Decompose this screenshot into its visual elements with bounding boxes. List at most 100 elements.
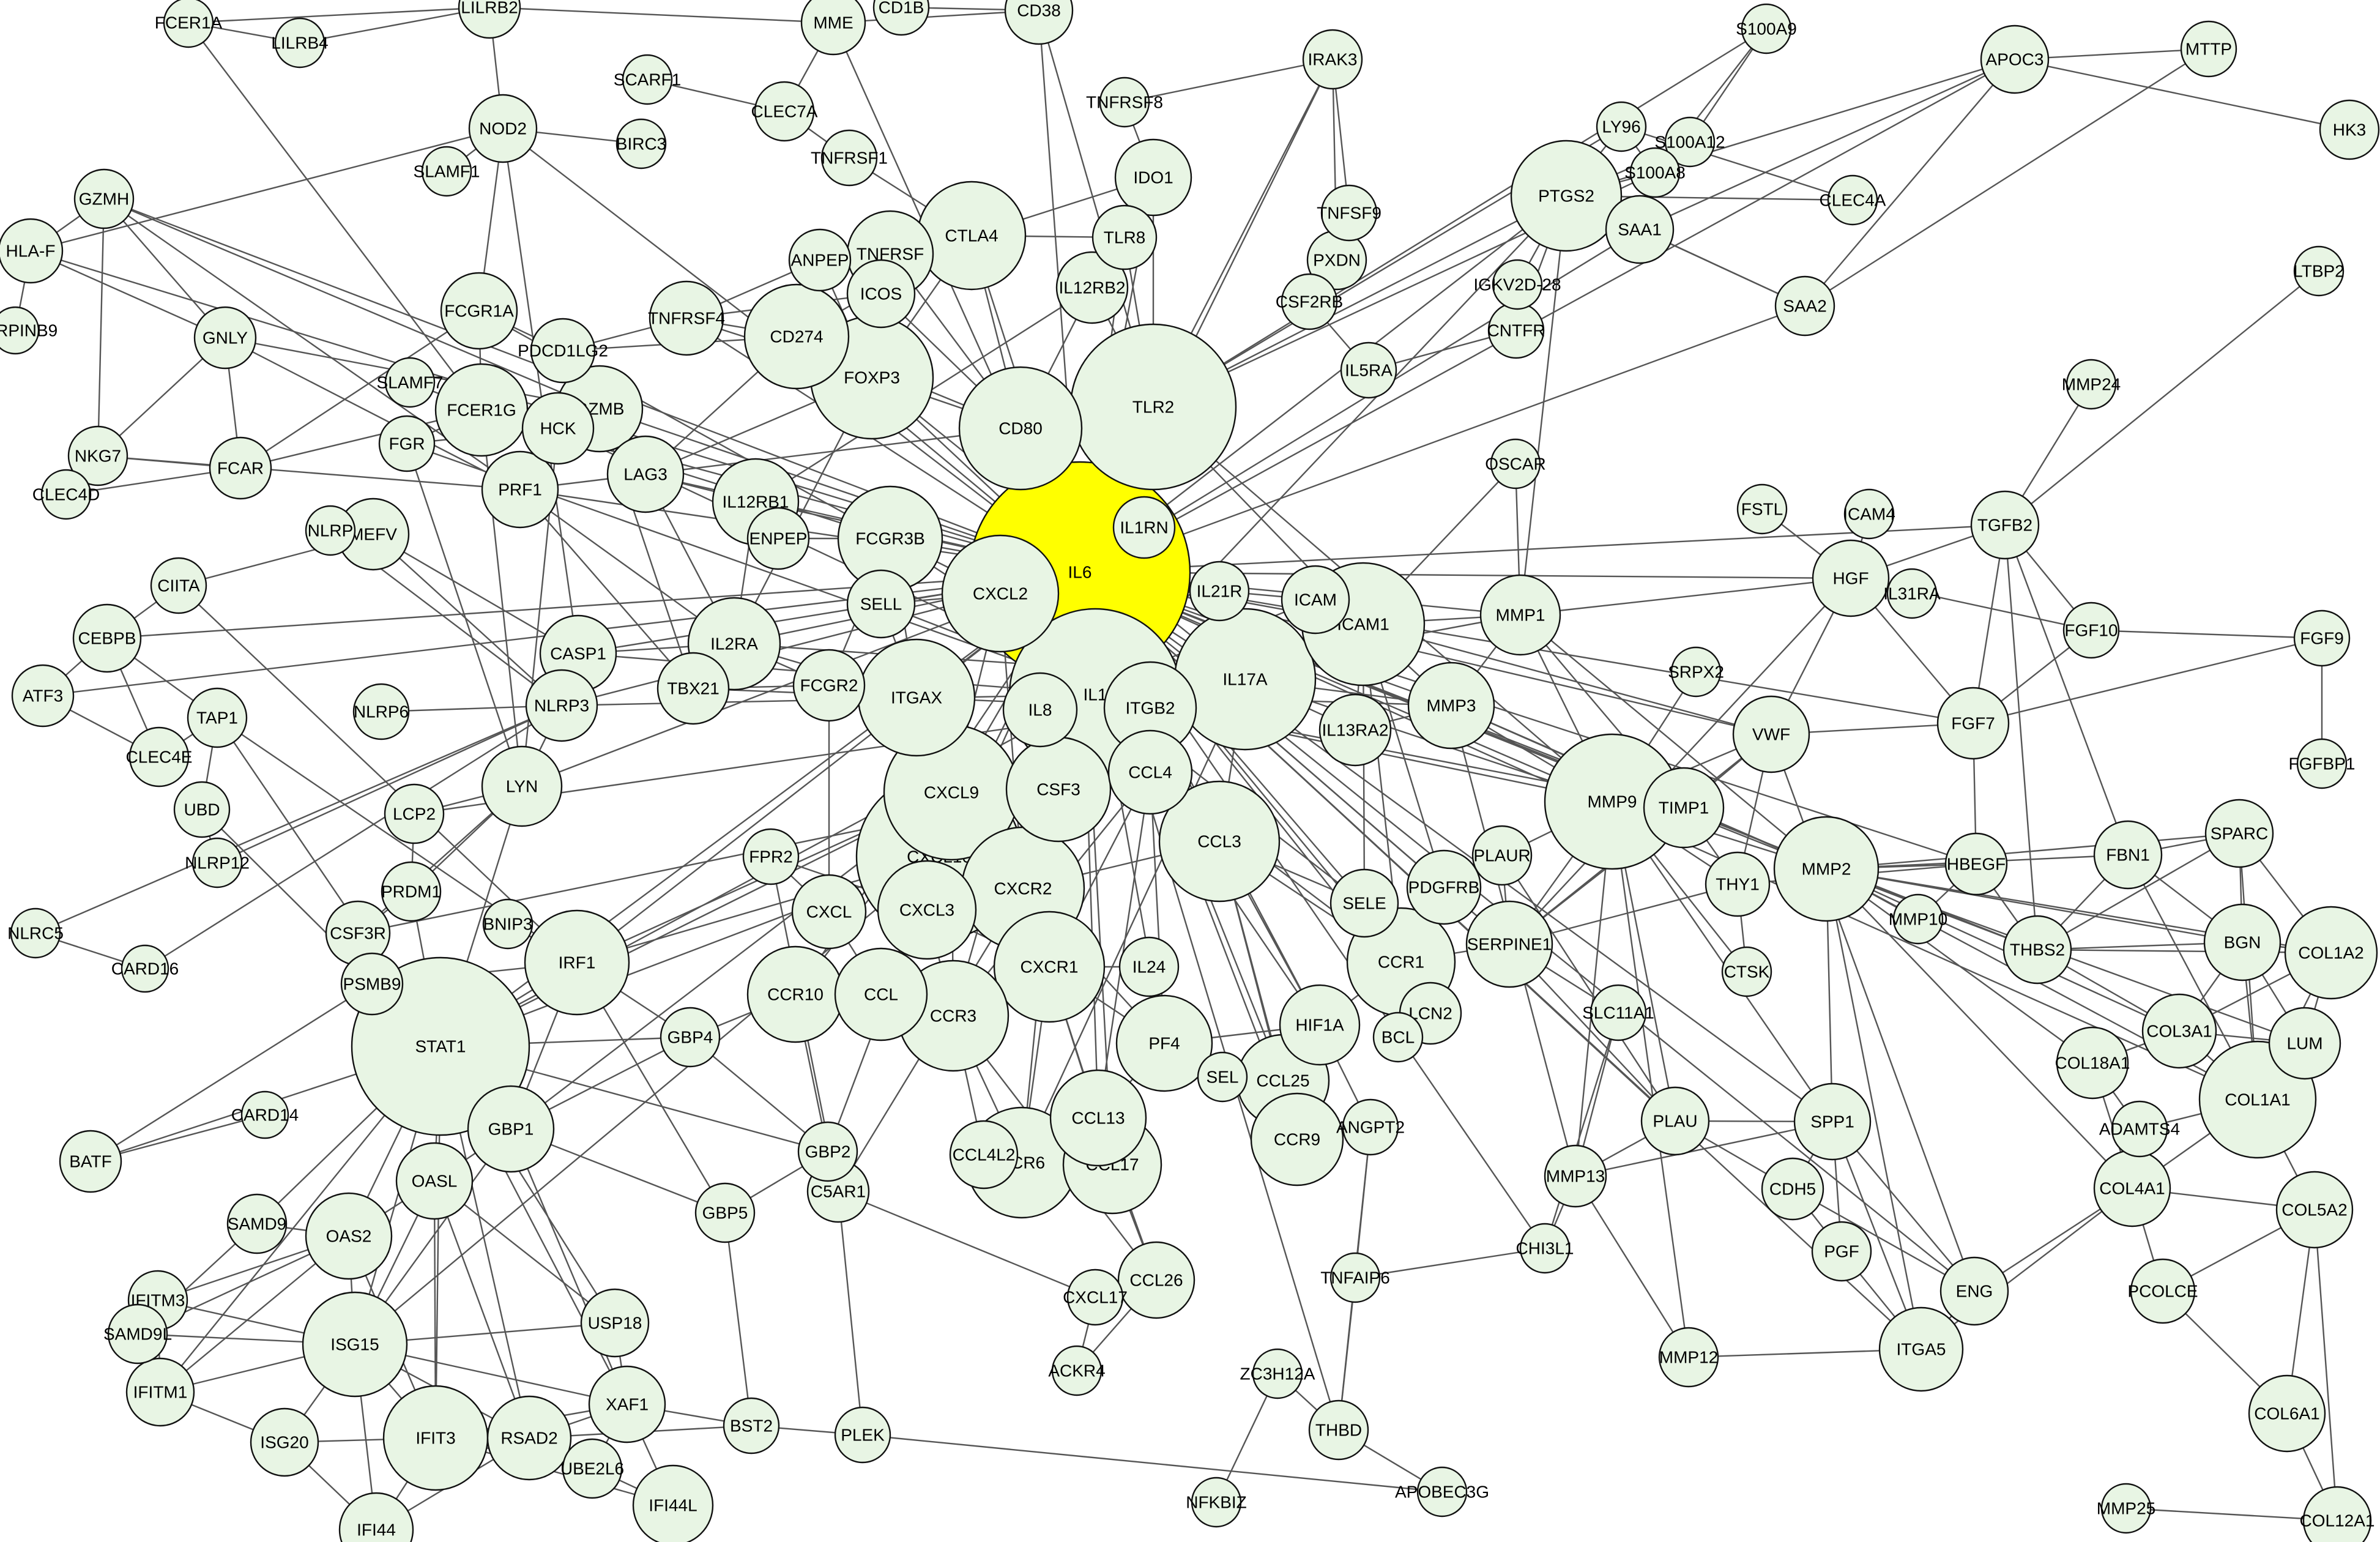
node-circle-BIRC3[interactable]	[615, 118, 667, 169]
node-IL13RA2[interactable]: IL13RA2	[1318, 693, 1392, 767]
node-CXCL[interactable]: CXCL	[791, 874, 867, 950]
node-circle-FCER1A[interactable]	[163, 0, 214, 48]
node-FGR[interactable]: FGR	[378, 415, 436, 472]
node-circle-COL6A1[interactable]	[2248, 1374, 2326, 1453]
node-CTLA4[interactable]: CTLA4	[917, 181, 1027, 291]
node-COL4A1[interactable]: COL4A1	[2093, 1149, 2171, 1227]
node-circle-FGR[interactable]	[378, 415, 436, 472]
node-SERPINE1[interactable]: SERPINE1	[1465, 900, 1553, 988]
node-circle-LTBP2[interactable]	[2293, 245, 2345, 297]
node-BGN[interactable]: BGN	[2203, 903, 2281, 981]
node-FGF9[interactable]: FGF9	[2293, 609, 2351, 667]
node-circle-COL5A2[interactable]	[2275, 1171, 2354, 1249]
node-circle-VWF[interactable]	[1732, 695, 1810, 773]
node-circle-TNFRSF4[interactable]	[649, 280, 724, 356]
node-XAF1[interactable]: XAF1	[588, 1365, 666, 1443]
node-SEL[interactable]: SEL	[1197, 1051, 1248, 1103]
node-LYN[interactable]: LYN	[481, 745, 563, 827]
node-PDGFRB[interactable]: PDGFRB	[1406, 849, 1482, 925]
node-circle-BGN[interactable]	[2203, 903, 2281, 981]
node-circle-ENG[interactable]	[1939, 1256, 2009, 1326]
node-BST2[interactable]: BST2	[723, 1397, 780, 1454]
node-circle-TGFB2[interactable]	[1970, 490, 2040, 560]
node-FCER1G[interactable]: FCER1G	[434, 363, 529, 457]
node-circle-CARD14[interactable]	[240, 1090, 289, 1139]
node-PLEK[interactable]: PLEK	[834, 1406, 891, 1464]
node-circle-LAG3[interactable]	[606, 435, 685, 513]
node-FPR2[interactable]: FPR2	[742, 828, 800, 885]
node-circle-PSMB9[interactable]	[340, 952, 404, 1016]
node-CCL4L2[interactable]: CCL4L2	[949, 1120, 1019, 1190]
node-MMP12[interactable]: MMP12	[1658, 1327, 1719, 1388]
node-circle-CXCL[interactable]	[791, 874, 867, 950]
node-circle-COL12A1[interactable]	[2302, 1486, 2372, 1542]
node-circle-CLEC7A[interactable]	[754, 81, 815, 142]
node-circle-LUM[interactable]	[2268, 1007, 2341, 1080]
node-circle-COL18A1[interactable]	[2056, 1026, 2129, 1100]
node-circle-FBN1[interactable]	[2093, 820, 2163, 890]
node-SAA1[interactable]: SAA1	[1605, 195, 1675, 264]
node-circle-LILRB4[interactable]	[274, 17, 325, 69]
node-circle-GBP1[interactable]	[467, 1085, 555, 1173]
node-SAMD9[interactable]: SAMD9	[226, 1193, 288, 1254]
node-circle-TNFAIP6[interactable]	[1329, 1252, 1381, 1303]
node-COL1A2[interactable]: COL1A2	[2284, 906, 2378, 1000]
node-circle-CIITA[interactable]	[150, 557, 207, 614]
node-COL5A2[interactable]: COL5A2	[2275, 1171, 2354, 1249]
node-PRDM1[interactable]: PRDM1	[381, 861, 442, 922]
node-TLR8[interactable]: TLR8	[1091, 204, 1158, 270]
node-circle-SPP1[interactable]	[1793, 1082, 1872, 1161]
node-CCR10[interactable]: CCR10	[746, 945, 844, 1043]
node-circle-HLA-F[interactable]	[0, 218, 64, 284]
node-circle-CHI3L1[interactable]	[1519, 1223, 1571, 1274]
node-circle-CXCL3[interactable]	[877, 860, 977, 960]
node-circle-PDGFRB[interactable]	[1406, 849, 1482, 925]
node-circle-IDO1[interactable]	[1114, 138, 1192, 217]
node-circle-LY96[interactable]	[1596, 101, 1647, 152]
node-USP18[interactable]: USP18	[580, 1288, 650, 1358]
node-GBP4[interactable]: GBP4	[660, 1007, 721, 1068]
node-PSMB9[interactable]: PSMB9	[340, 952, 404, 1016]
node-ICAM4[interactable]: ICAM4	[1843, 488, 1895, 540]
node-circle-IRAK3[interactable]	[1302, 29, 1363, 90]
node-CCL[interactable]: CCL	[834, 947, 928, 1041]
node-NOD2[interactable]: NOD2	[468, 94, 538, 163]
node-circle-IL5RA[interactable]	[1340, 341, 1397, 399]
node-PTGS2[interactable]: PTGS2	[1510, 140, 1623, 252]
node-SPARC[interactable]: SPARC	[2204, 799, 2274, 868]
node-TGFB2[interactable]: TGFB2	[1970, 490, 2040, 560]
node-circle-PLAUR[interactable]	[1471, 825, 1533, 886]
node-TNFRSF4[interactable]: TNFRSF4	[648, 280, 725, 356]
node-circle-IL21R[interactable]	[1189, 561, 1250, 622]
node-circle-CSF3[interactable]	[1005, 736, 1112, 843]
node-CDH5[interactable]: CDH5	[1761, 1157, 1824, 1221]
node-IL5RA[interactable]: IL5RA	[1340, 341, 1397, 399]
node-OASL[interactable]: OASL	[395, 1142, 474, 1220]
node-circle-CXCL2[interactable]	[941, 534, 1060, 653]
node-circle-HK3[interactable]	[2319, 99, 2380, 160]
node-TLR2[interactable]: TLR2	[1069, 323, 1237, 491]
node-MME[interactable]: MME	[800, 0, 866, 56]
node-circle-SERPINB9[interactable]	[0, 306, 40, 355]
node-ISG15[interactable]: ISG15	[302, 1291, 408, 1398]
node-ITGA5[interactable]: ITGA5	[1878, 1306, 1964, 1392]
node-circle-IFI44L[interactable]	[632, 1464, 714, 1542]
node-IFI44L[interactable]: IFI44L	[632, 1464, 714, 1542]
node-RSAD2[interactable]: RSAD2	[486, 1395, 572, 1481]
node-circle-SLC11A1[interactable]	[1590, 984, 1647, 1041]
node-ICAM[interactable]: ICAM	[1281, 565, 1350, 635]
node-circle-ADAMTS4[interactable]	[2111, 1100, 2168, 1158]
node-circle-BST2[interactable]	[723, 1397, 780, 1454]
node-circle-SELE[interactable]	[1329, 868, 1399, 938]
node-circle-GNLY[interactable]	[193, 306, 257, 370]
node-circle-GBP4[interactable]	[660, 1007, 721, 1068]
node-circle-SAMD9L[interactable]	[107, 1303, 168, 1365]
node-FGF7[interactable]: FGF7	[1936, 687, 2010, 760]
node-circle-MTTP[interactable]	[2180, 20, 2237, 78]
node-circle-MMP13[interactable]	[1544, 1144, 1607, 1208]
node-ICOS[interactable]: ICOS	[846, 259, 916, 329]
node-FSTL[interactable]: FSTL	[1736, 483, 1788, 535]
node-NLRP[interactable]: NLRP	[305, 505, 356, 556]
node-IFITM1[interactable]: IFITM1	[125, 1357, 195, 1427]
node-circle-HCK[interactable]	[521, 392, 595, 465]
